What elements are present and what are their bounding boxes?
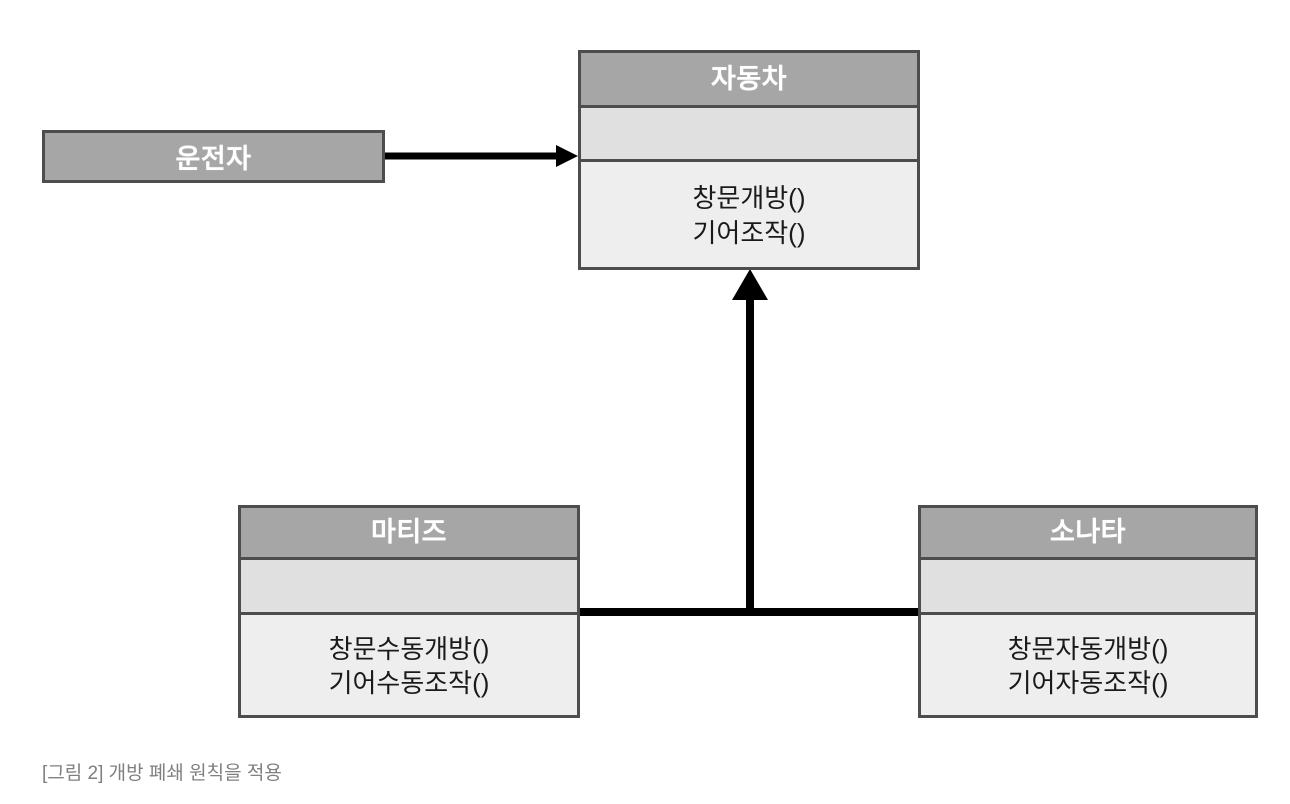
class-methods-car: 창문개방() 기어조작(): [581, 162, 917, 267]
method-item: 기어조작(): [692, 217, 806, 248]
method-item: 기어자동조작(): [1007, 668, 1169, 698]
class-box-sonata[interactable]: 소나타 창문자동개방() 기어자동조작(): [918, 505, 1258, 718]
method-item: 창문개방(): [692, 183, 806, 214]
figure-caption: [그림 2] 개방 폐쇄 원칙을 적용: [42, 763, 282, 784]
method-item: 창문자동개방(): [1007, 633, 1169, 664]
class-name-sonata: 소나타: [921, 508, 1255, 560]
association-arrowhead-icon: [556, 145, 578, 167]
class-name-matiz: 마티즈: [241, 508, 577, 560]
class-attributes-sonata: [921, 560, 1255, 615]
actor-label-driver: 운전자: [175, 144, 252, 174]
class-methods-matiz: 창문수동개방() 기어수동조작(): [241, 615, 577, 715]
class-name-car: 자동차: [581, 53, 917, 108]
method-item: 창문수동개방(): [328, 633, 490, 664]
class-methods-sonata: 창문자동개방() 기어자동조작(): [921, 615, 1255, 715]
generalization-arrowhead-icon: [732, 269, 768, 300]
class-box-matiz[interactable]: 마티즈 창문수동개방() 기어수동조작(): [238, 505, 580, 718]
actor-box-driver[interactable]: 운전자: [42, 130, 385, 183]
connector-generalization: [578, 269, 921, 616]
class-box-car[interactable]: 자동차 창문개방() 기어조작(): [578, 50, 920, 270]
method-item: 기어수동조작(): [328, 668, 490, 698]
connector-driver-to-car: [385, 145, 578, 167]
class-attributes-car: [581, 108, 917, 162]
class-attributes-matiz: [241, 560, 577, 615]
